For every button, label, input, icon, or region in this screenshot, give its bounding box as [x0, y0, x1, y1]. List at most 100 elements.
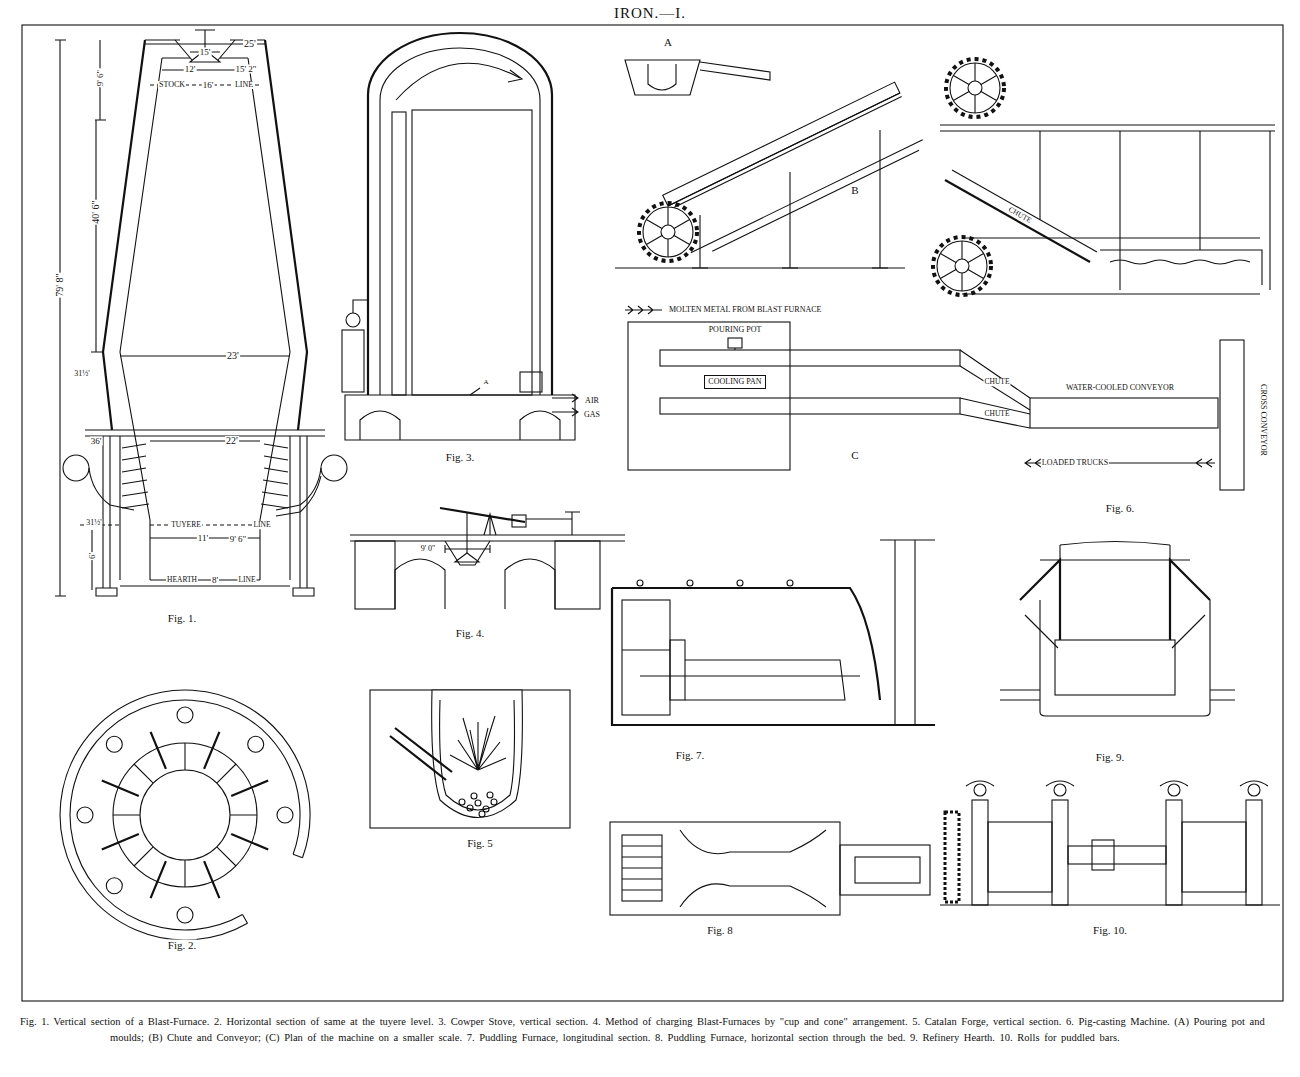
catalan-forge — [390, 728, 452, 780]
pig-casting-conveyor — [615, 267, 905, 268]
blast-furnace-section — [91, 120, 102, 352]
cup-and-cone-charging — [466, 512, 467, 553]
cowper-stove — [508, 70, 522, 82]
puddle-bar-rolls — [972, 800, 988, 905]
dimension-label: 23' — [226, 351, 240, 361]
dimension-label: 8' — [211, 576, 219, 585]
tuyere-level-section — [102, 732, 268, 898]
cowper-stove — [368, 33, 552, 395]
part-label: CHUTE — [1006, 205, 1033, 225]
part-label: CHUTE — [984, 410, 1011, 418]
blast-furnace-section — [103, 436, 307, 588]
catalan-forge — [471, 793, 477, 799]
puddle-bar-rolls — [940, 904, 1280, 905]
refinery-hearth — [1060, 542, 1170, 561]
pig-casting-conveyor — [615, 60, 926, 268]
blast-furnace-section — [55, 30, 347, 596]
catalan-forge — [487, 792, 493, 798]
tuyere-level-section — [70, 700, 300, 930]
chute-and-conveyor — [946, 59, 1004, 117]
pig-casting-conveyor — [712, 150, 919, 251]
blast-furnace-section — [122, 444, 149, 508]
line-name: STOCK — [158, 81, 186, 89]
dimension-label: 79' 8" — [55, 272, 65, 297]
refinery-hearth — [1040, 559, 1190, 560]
catalan-forge — [370, 690, 570, 828]
casting-machine-plan — [1030, 398, 1218, 428]
boxed-part: COOLING PAN — [704, 375, 765, 389]
puddle-bar-rolls — [1168, 784, 1180, 796]
blast-furnace-section — [85, 430, 325, 436]
cowper-stove — [552, 394, 578, 416]
chute-and-conveyor — [940, 125, 1275, 131]
chute-and-conveyor — [952, 170, 1097, 252]
puddle-bar-rolls — [1092, 840, 1114, 870]
puddle-bar-rolls — [1166, 800, 1182, 905]
plate-title: IRON.—I. — [0, 5, 1300, 22]
dimension-label: 12' — [184, 65, 197, 74]
part-letter: C — [850, 450, 859, 461]
puddle-bar-rolls — [974, 784, 986, 796]
cup-and-cone-charging — [355, 541, 395, 609]
puddle-bar-rolls — [1068, 846, 1166, 864]
refinery-hearth — [1020, 560, 1210, 640]
chute-and-conveyor — [933, 237, 991, 295]
flow-label: MOLTEN METAL FROM BLAST FURNACE — [668, 306, 822, 314]
cowper-stove — [392, 112, 406, 395]
puddling-furnace-longitudinal — [640, 675, 860, 676]
puddling-furnace-plan — [855, 857, 920, 883]
casting-machine-plan — [734, 348, 735, 350]
dimension-label: 9' 0" — [420, 545, 437, 553]
cowper-stove — [345, 395, 575, 440]
figure-number: Fig. 1. — [167, 613, 197, 624]
refinery-hearth — [1040, 600, 1210, 716]
catalan-forge — [432, 690, 523, 818]
figure-number: Fig. 4. — [455, 628, 485, 639]
blast-furnace-section — [120, 436, 290, 580]
figure-number: Fig. 10. — [1092, 925, 1128, 936]
blast-furnace-section — [120, 356, 290, 441]
chute-and-conveyor — [1120, 131, 1270, 290]
figure-number: Fig. 3. — [445, 452, 475, 463]
tuyere-level-section — [177, 907, 193, 923]
pig-casting-conveyor — [663, 82, 926, 260]
cowper-stove — [342, 330, 364, 392]
refinery-hearth — [1000, 542, 1235, 717]
part-label: GAS — [583, 411, 601, 419]
puddle-bar-rolls — [1246, 800, 1262, 905]
refinery-hearth — [1025, 615, 1205, 648]
dimension-label: 25' — [243, 39, 257, 49]
catalan-forge — [467, 805, 473, 811]
catalan-forge — [459, 799, 465, 805]
puddle-bar-rolls — [1052, 800, 1068, 905]
catalan-forge — [475, 800, 481, 806]
puddle-bar-rolls — [1248, 784, 1260, 796]
puddling-furnace-plan — [622, 835, 662, 901]
dimension-label: 9' 6" — [96, 69, 105, 88]
dimension-label: 6' — [88, 552, 97, 560]
tuyere-level-section — [113, 743, 257, 887]
dimension-label: 22' — [225, 436, 239, 446]
cowper-stove — [520, 372, 542, 392]
pig-casting-conveyor — [663, 82, 900, 206]
catalan-forge — [479, 811, 485, 817]
puddling-furnace-longitudinal — [685, 660, 845, 700]
puddling-furnace-longitudinal — [687, 580, 693, 586]
catalan-forge — [440, 700, 515, 810]
cup-and-cone-charging — [350, 508, 625, 609]
tuyere-level-section — [140, 770, 230, 860]
puddling-furnace-plan — [610, 822, 840, 915]
pig-casting-conveyor — [625, 60, 700, 95]
casting-machine-plan — [1025, 459, 1215, 467]
blast-furnace-section — [55, 40, 66, 596]
tuyere-level-section — [248, 736, 264, 752]
pig-casting-conveyor — [700, 62, 770, 80]
pig-casting-conveyor — [648, 64, 676, 90]
flow-label: LOADED TRUCKS — [1041, 459, 1109, 467]
puddling-furnace-plan — [622, 846, 662, 890]
plate-frame — [22, 25, 1283, 1001]
puddling-furnace-longitudinal — [637, 580, 643, 586]
tuyere-level-section — [60, 690, 310, 940]
puddling-furnace-longitudinal — [612, 588, 935, 725]
blast-furnace-section — [95, 40, 106, 120]
